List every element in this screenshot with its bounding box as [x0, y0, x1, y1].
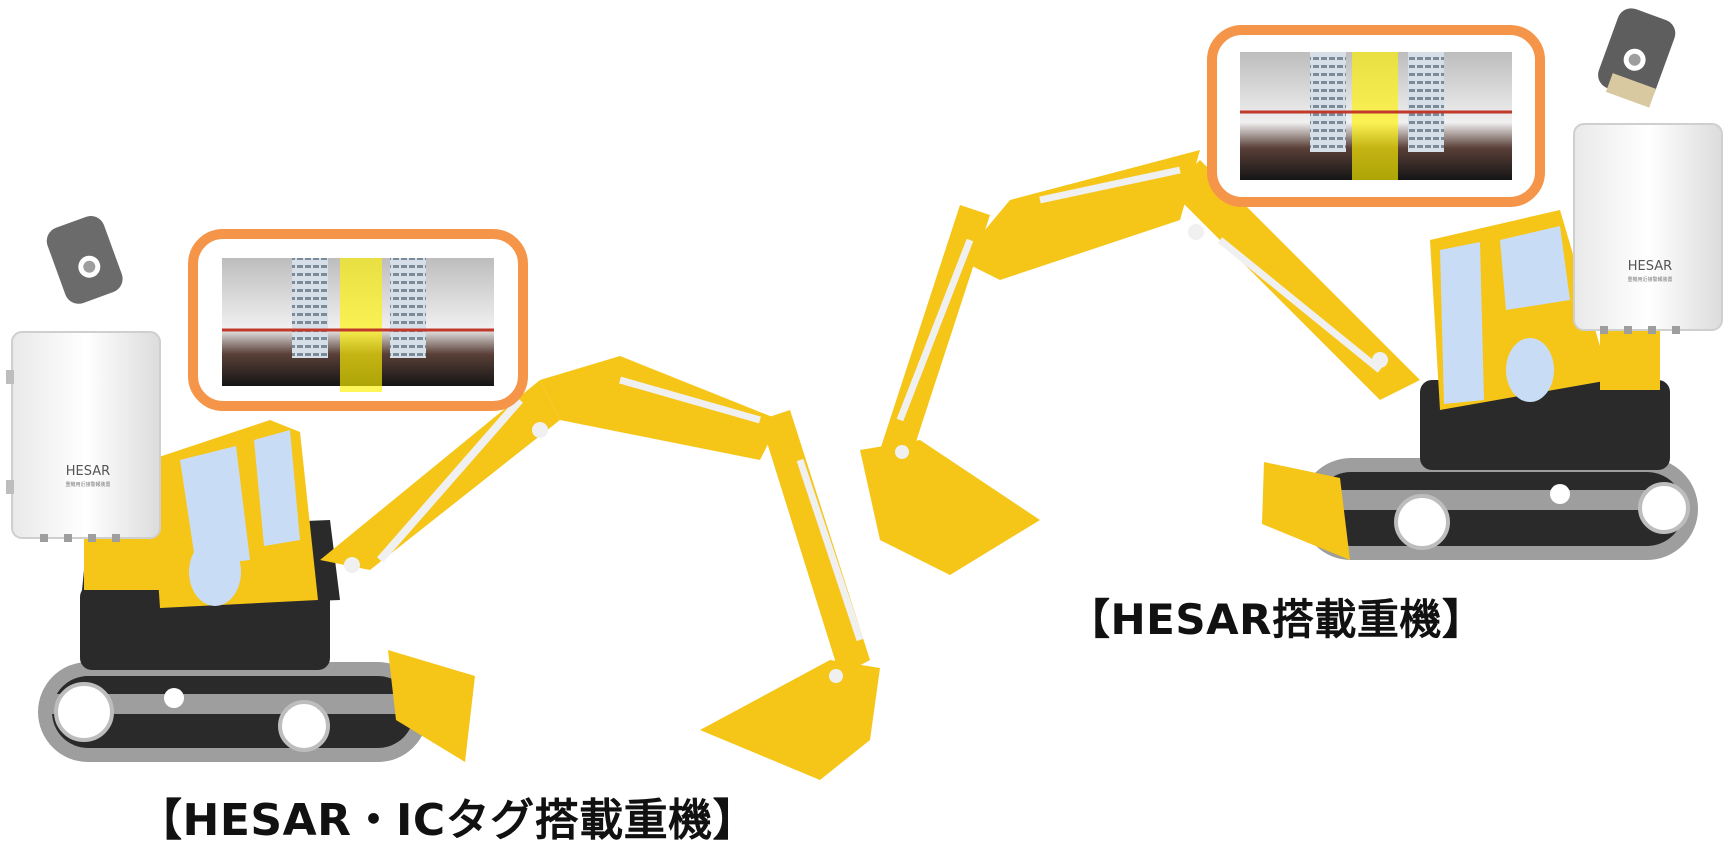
excavator-left-track — [38, 662, 428, 762]
hesar-device-icon-left: HESAR 重機用近接警報装置 — [6, 331, 161, 542]
excavator-left-blade — [388, 650, 475, 762]
left-machine-label: 【HESAR・ICタグ搭載重機】 — [138, 795, 758, 846]
excavator-right-bucket — [860, 440, 1040, 575]
excavator-right-track — [1300, 458, 1698, 560]
right-machine-label: 【HESAR搭載重機】 — [1068, 595, 1485, 644]
excavator-right-boom — [1170, 160, 1420, 400]
highlight-frame-left — [188, 229, 528, 411]
hesar-device-icon-right: HESAR 重機用近接警報装置 — [1573, 123, 1723, 334]
remote-unit-icon — [1598, 8, 1676, 108]
excavator-right-blade — [1262, 462, 1350, 560]
svg-text:重機用近接警報装置: 重機用近接警報装置 — [65, 481, 110, 488]
excavator-left-bucket — [700, 660, 880, 780]
tag-highlight — [340, 258, 382, 392]
ic-tag-icon — [46, 215, 123, 304]
svg-text:重機用近接警報装置: 重機用近接警報装置 — [1627, 276, 1672, 283]
excavator-left — [38, 356, 880, 780]
svg-text:HESAR: HESAR — [66, 464, 110, 479]
excavator-right — [860, 150, 1698, 575]
tag-highlight — [1352, 52, 1398, 180]
excavator-left-stick — [760, 410, 870, 676]
highlight-frame-right — [1207, 25, 1545, 207]
svg-text:HESAR: HESAR — [1628, 259, 1672, 274]
